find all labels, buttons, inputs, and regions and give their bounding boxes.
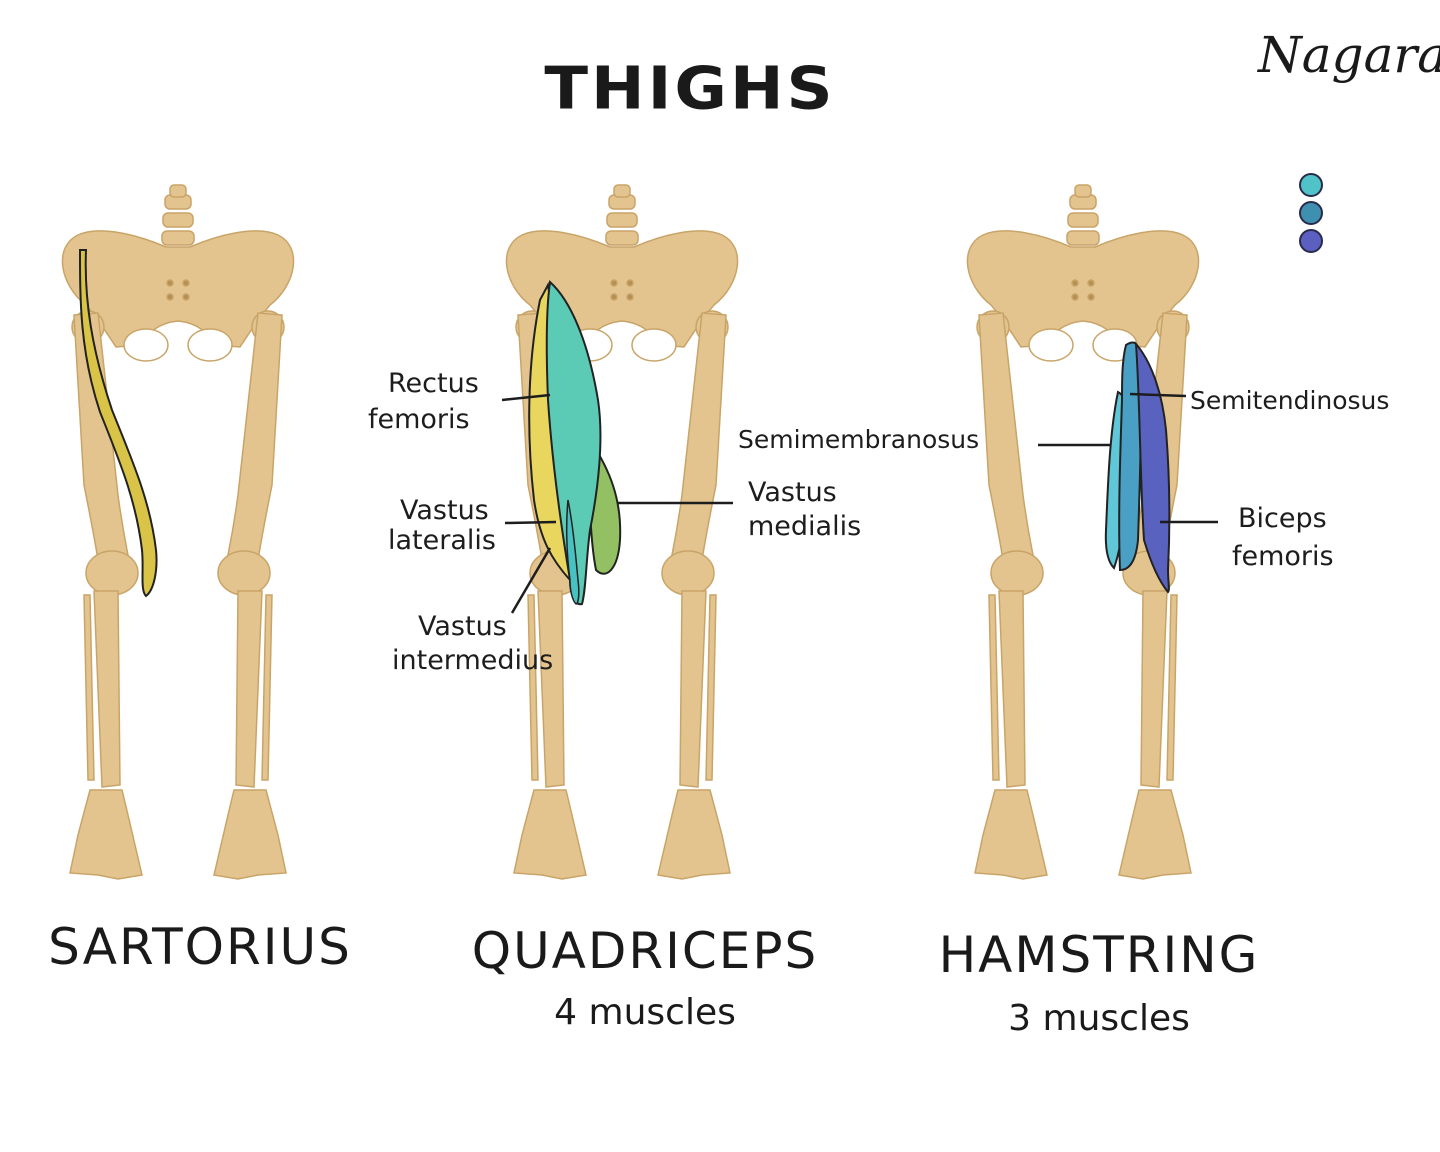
rectus-femoris-muscle [545,280,602,606]
biceps-femoris-label: Biceps femoris [1232,503,1334,572]
vastus-lateralis-leader-line [504,520,557,525]
vastus-intermedius-leader-line [510,547,552,614]
sartorius-muscle [78,249,158,598]
legend-dot-2 [1299,201,1323,225]
page-title: THIGHS [544,54,836,124]
skeleton-bones [61,184,295,880]
color-legend [1299,173,1323,253]
vastus-intermedius-label: Vastus intermedius [392,611,554,676]
hamstring-caption: HAMSTRING [938,926,1260,984]
quadriceps-count: 4 muscles [554,992,736,1033]
rectus-femoris-leader-line [501,393,551,402]
biceps-femoris-muscle [1134,341,1171,594]
semitendinosus-leader-line [1129,392,1187,398]
rectus-femoris-label: Rectus femoris [368,368,479,435]
vastus-intermedius-muscle [565,499,580,605]
sartorius-caption: SARTORIUS [48,918,352,976]
vastus-lateralis-label: Vastus lateralis [388,495,496,556]
vastus-medialis-label: Vastus medialis [748,477,862,542]
signature-logo: Nagara [1258,26,1440,84]
semitendinosus-label: Semitendinosus [1190,386,1390,415]
legend-dot-1 [1299,173,1323,197]
hamstring-count: 3 muscles [1008,998,1190,1039]
quadriceps-caption: QUADRICEPS [471,922,819,980]
semimembranosus-label: Semimembranosus [738,425,980,454]
skeleton-front-sartorius [61,184,295,880]
legend-dot-3 [1299,229,1323,253]
